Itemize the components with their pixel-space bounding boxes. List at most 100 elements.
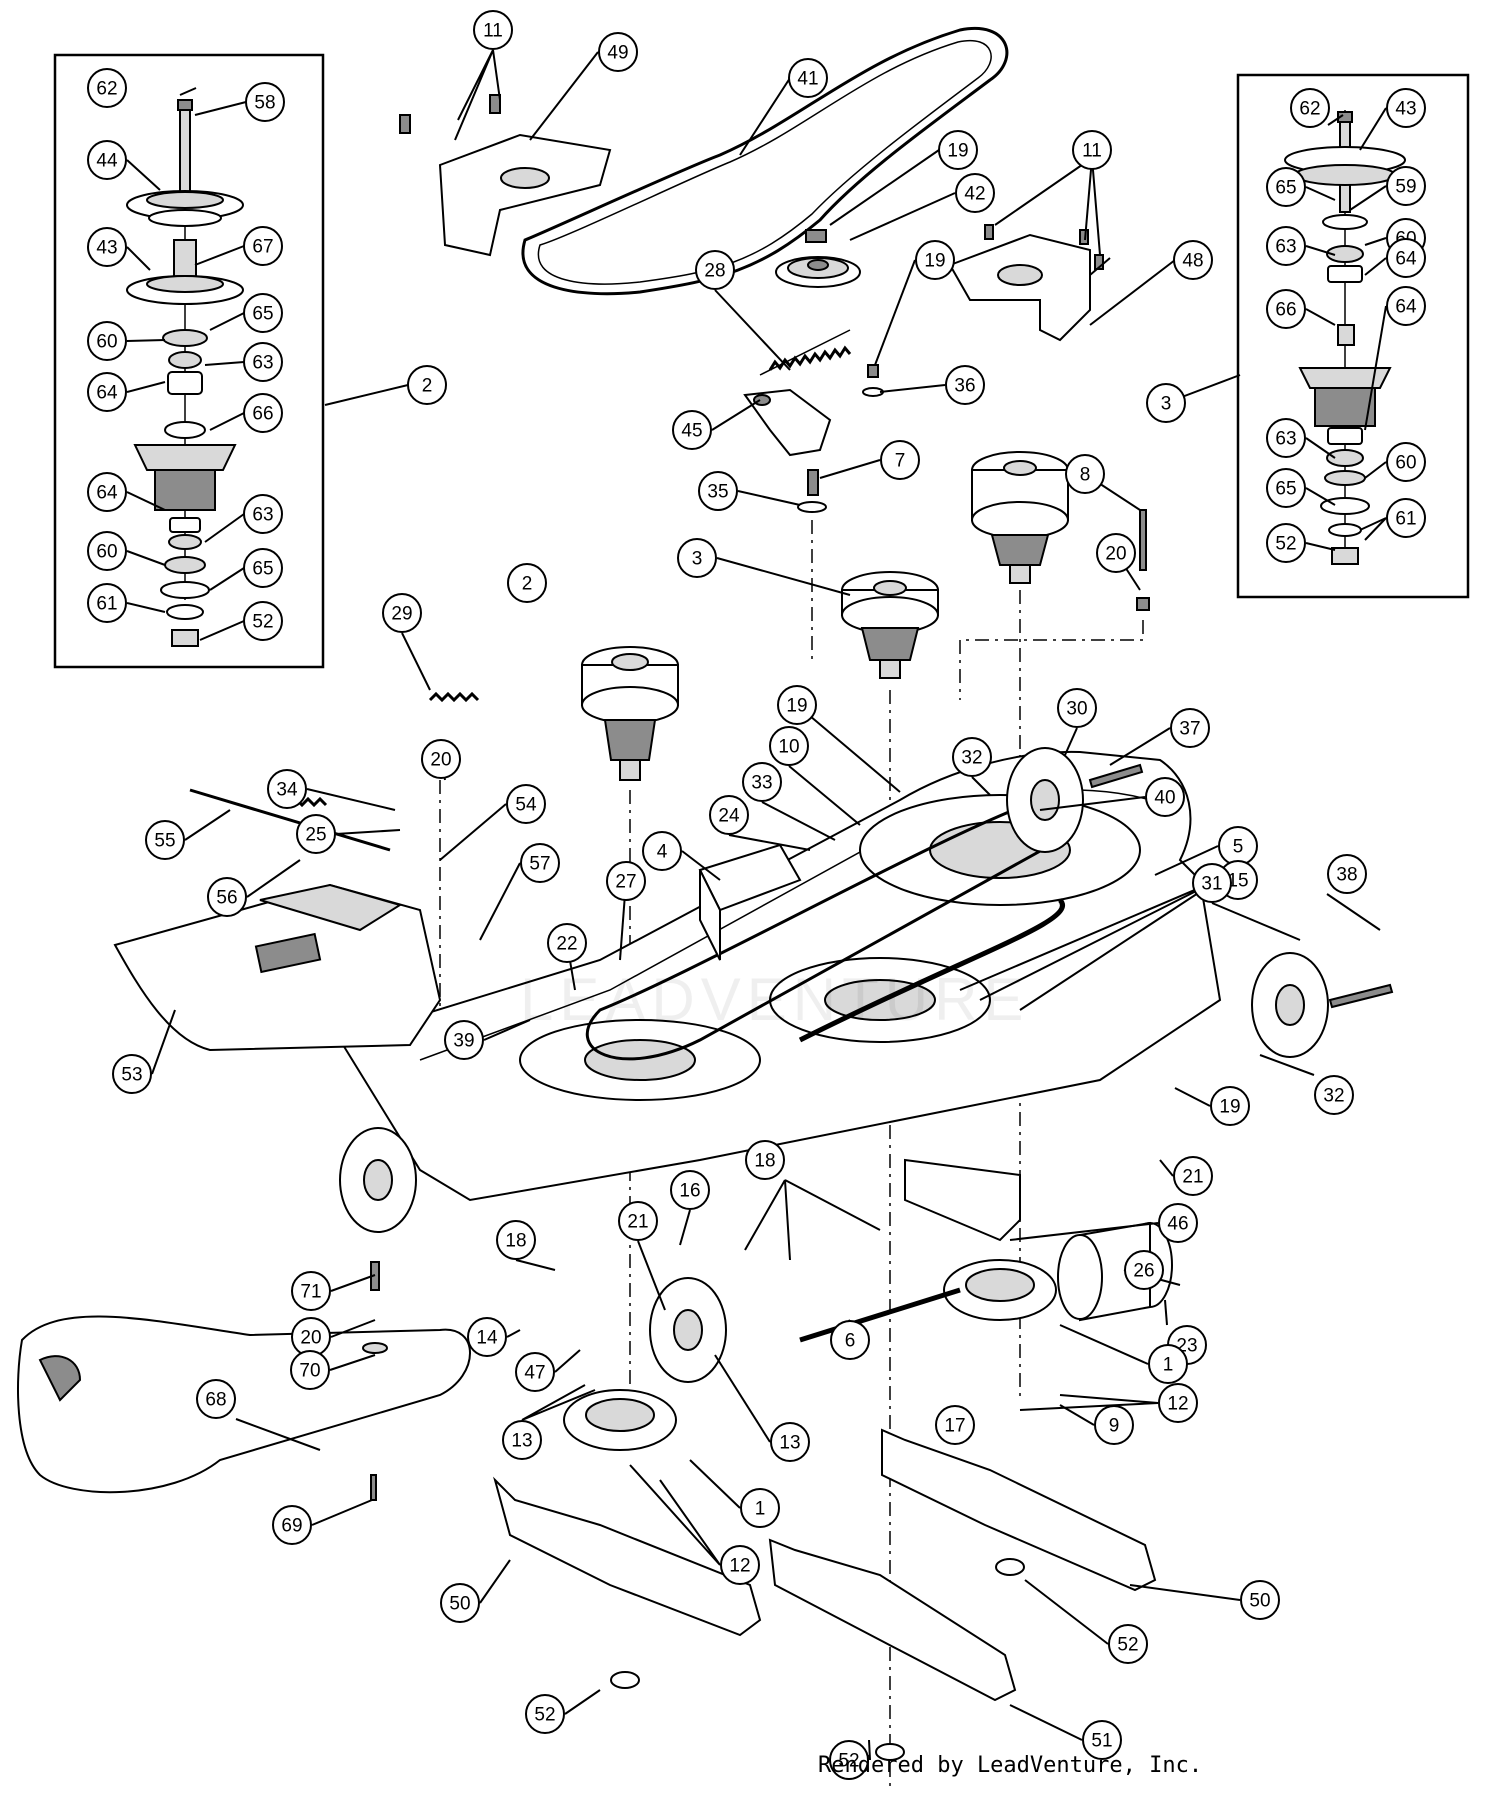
callout-circle <box>245 82 285 122</box>
callout-circle <box>1158 1203 1198 1243</box>
callout-circle <box>1386 88 1426 128</box>
callout-label: 64 <box>1395 297 1417 318</box>
callout-label: 19 <box>947 141 968 162</box>
callout-label: 13 <box>779 1433 800 1454</box>
callout-circle <box>1065 454 1105 494</box>
callout-label: 19 <box>924 251 945 272</box>
callout-circle <box>87 372 127 412</box>
callout-52e: 52 <box>829 1740 869 1780</box>
callout-label: 20 <box>1105 544 1126 565</box>
callout-circle <box>1290 88 1330 128</box>
callout-circle <box>444 1020 484 1060</box>
callout-49: 49 <box>598 32 638 72</box>
callout-label: 20 <box>300 1328 321 1349</box>
callout-17: 17 <box>935 1405 975 1445</box>
callout-70: 70 <box>290 1350 330 1390</box>
watermark-text: LEADVENTURE <box>520 966 1029 1033</box>
callout-label: 3 <box>1161 394 1172 415</box>
deck-shell <box>338 747 1394 1451</box>
callout-label: 59 <box>1395 177 1416 198</box>
callout-label: 7 <box>895 451 906 472</box>
callout-label: 65 <box>252 559 273 580</box>
callout-circle <box>112 1054 152 1094</box>
callout-circle <box>243 393 283 433</box>
callout-circle <box>243 293 283 333</box>
blades <box>493 1428 1157 1761</box>
callout-circle <box>698 471 738 511</box>
callout-20a: 20 <box>1096 533 1136 573</box>
callout-6: 6 <box>830 1320 870 1360</box>
callout-circle <box>830 1320 870 1360</box>
callout-circle <box>291 1271 331 1311</box>
callout-label: 62 <box>1299 99 1320 120</box>
callout-label: 26 <box>1133 1261 1154 1282</box>
callout-22: 22 <box>547 923 587 963</box>
callout-label: 4 <box>657 842 668 863</box>
callout-13b: 13 <box>770 1422 810 1462</box>
callout-label: 28 <box>704 261 725 282</box>
callout-label: 19 <box>1219 1097 1240 1118</box>
callout-circle <box>955 173 995 213</box>
callout-circle <box>87 531 127 571</box>
callout-5: 5 <box>1218 826 1258 866</box>
callout-label: 55 <box>154 831 175 852</box>
callout-label: 50 <box>449 1594 470 1615</box>
callout-60a: 60 <box>87 321 127 361</box>
callout-circle <box>1386 498 1426 538</box>
callout-circle <box>642 831 682 871</box>
callout-19d: 19 <box>1210 1086 1250 1126</box>
callout-65d: 65 <box>1266 468 1306 508</box>
callout-58: 58 <box>245 82 285 122</box>
callout-63a: 63 <box>243 342 283 382</box>
callout-circle <box>618 1201 658 1241</box>
callout-circle <box>1158 1383 1198 1423</box>
callout-44: 44 <box>87 140 127 180</box>
callout-label: 18 <box>754 1151 775 1172</box>
callout-label: 53 <box>121 1065 142 1086</box>
callout-circle <box>935 1405 975 1445</box>
callout-label: 52 <box>1275 534 1296 555</box>
callout-52b: 52 <box>1266 523 1306 563</box>
callout-12b: 12 <box>720 1545 760 1585</box>
callout-1a: 1 <box>1148 1344 1188 1384</box>
callout-circle <box>196 1379 236 1419</box>
callout-circle <box>515 1352 555 1392</box>
callout-19c: 19 <box>777 685 817 725</box>
callout-20c: 20 <box>291 1317 331 1357</box>
callout-label: 63 <box>252 353 273 374</box>
callout-54: 54 <box>506 784 546 824</box>
callout-label: 8 <box>1080 465 1091 486</box>
callout-label: 36 <box>954 376 975 397</box>
callout-circle <box>207 877 247 917</box>
callout-66a: 66 <box>243 393 283 433</box>
callout-label: 43 <box>1395 99 1416 120</box>
callout-label: 30 <box>1066 699 1087 720</box>
callout-circle <box>769 726 809 766</box>
callout-label: 46 <box>1167 1214 1188 1235</box>
callout-circle <box>243 226 283 266</box>
callout-label: 24 <box>718 806 740 827</box>
callout-circle <box>1266 289 1306 329</box>
callout-18a: 18 <box>496 1220 536 1260</box>
callout-circle <box>1386 238 1426 278</box>
callout-circle <box>467 1317 507 1357</box>
callout-circle <box>1108 1624 1148 1664</box>
callout-label: 12 <box>729 1556 750 1577</box>
callout-62a: 62 <box>87 68 127 108</box>
callout-circle <box>1266 167 1306 207</box>
callout-label: 27 <box>615 872 636 893</box>
callout-circle <box>1096 533 1136 573</box>
callout-label: 17 <box>944 1416 965 1437</box>
callout-60b: 60 <box>87 531 127 571</box>
callout-71: 71 <box>291 1271 331 1311</box>
callout-circle <box>742 762 782 802</box>
callout-circle <box>740 1488 780 1528</box>
callout-68: 68 <box>196 1379 236 1419</box>
callout-circle <box>1386 166 1426 206</box>
callout-circle <box>777 685 817 725</box>
callout-label: 3 <box>692 549 703 570</box>
callout-label: 57 <box>529 854 550 875</box>
callout-label: 32 <box>1323 1086 1344 1107</box>
callout-3b: 3 <box>677 538 717 578</box>
